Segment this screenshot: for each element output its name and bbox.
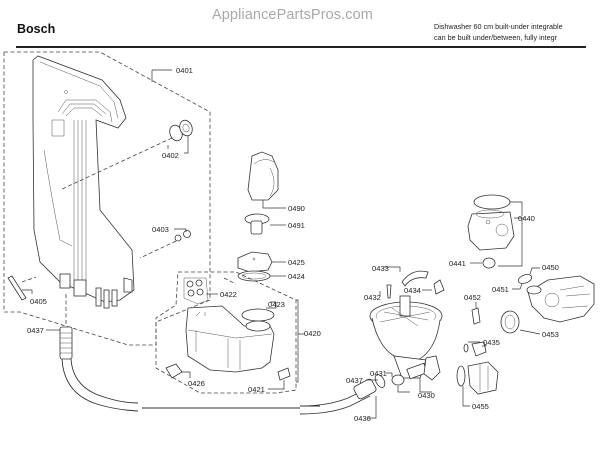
- callout-0420: 0420: [304, 329, 321, 338]
- callout-0424: 0424: [288, 272, 305, 281]
- pump-assembly: 0450 0451 0453: [492, 263, 595, 339]
- callout-0490: 0490: [288, 204, 305, 213]
- part-0452: 0452: [464, 293, 481, 325]
- callout-0437-left: 0437: [27, 326, 44, 335]
- callout-0405: 0405: [30, 297, 47, 306]
- part-0455: 0455: [456, 361, 499, 411]
- callout-0441: 0441: [449, 259, 466, 268]
- callout-0440: 0440: [518, 214, 535, 223]
- part-0405: 0405: [7, 275, 47, 306]
- callout-0401: 0401: [176, 66, 193, 75]
- callout-0430: 0430: [418, 391, 435, 400]
- callout-0433: 0433: [372, 264, 389, 273]
- callout-0491: 0491: [288, 221, 305, 230]
- callout-0435: 0435: [483, 338, 500, 347]
- callout-0450: 0450: [542, 263, 559, 272]
- detergent-cap-group: 0490 0491 0425 0424: [223, 151, 305, 285]
- part-0435: 0435: [463, 338, 500, 357]
- callout-0403: 0403: [152, 225, 169, 234]
- callout-0434: 0434: [404, 286, 421, 295]
- heater-housing-part: [467, 211, 515, 251]
- callout-0436: 0436: [354, 414, 371, 423]
- circulation-pump-part: [527, 275, 595, 323]
- model-description-line2: can be built under/between, fully integr: [434, 33, 558, 42]
- model-description-line1: Dishwasher 60 cm built-under integrable: [434, 22, 563, 31]
- part-0403: 0403: [139, 225, 191, 259]
- callout-0452: 0452: [464, 293, 481, 302]
- model-description: Dishwasher 60 cm built-under integrable …: [434, 21, 563, 43]
- connector-part: [73, 279, 87, 297]
- callout-0453: 0453: [542, 330, 559, 339]
- cap-part: [237, 251, 273, 273]
- callout-0402: 0402: [162, 151, 179, 160]
- group-outline-0420: [155, 271, 297, 394]
- heater-assembly: 0440 0441: [449, 194, 535, 269]
- brand-name: Bosch: [17, 22, 56, 36]
- callout-0421: 0421: [248, 385, 265, 394]
- watermark: AppliancePartsPros.com: [212, 7, 373, 23]
- callout-0431: 0431: [370, 369, 387, 378]
- callout-0425: 0425: [288, 258, 305, 267]
- connector-part: [59, 273, 71, 289]
- callout-0432: 0432: [364, 293, 381, 302]
- group-outline-0401: [3, 51, 211, 346]
- callout-0423: 0423: [268, 300, 285, 309]
- part-0402: 0402: [59, 119, 193, 191]
- pump-motor-part: [467, 361, 499, 395]
- hose-connector-part: [353, 378, 377, 400]
- hose-assembly: 0437: [27, 294, 386, 415]
- sump-assembly: 0433 0432 0434 0430 0431 0437 0436: [346, 264, 445, 423]
- softener-part: [185, 305, 275, 373]
- part-group-0420: 0422 0423 0420 0426 0421: [155, 271, 321, 394]
- callout-0437-right: 0437: [346, 376, 363, 385]
- callout-0451: 0451: [492, 285, 509, 294]
- header-divider: [16, 46, 586, 48]
- callout-0422: 0422: [220, 290, 237, 299]
- callout-0426: 0426: [188, 379, 205, 388]
- funnel-part: [247, 151, 279, 201]
- callout-0455: 0455: [472, 402, 489, 411]
